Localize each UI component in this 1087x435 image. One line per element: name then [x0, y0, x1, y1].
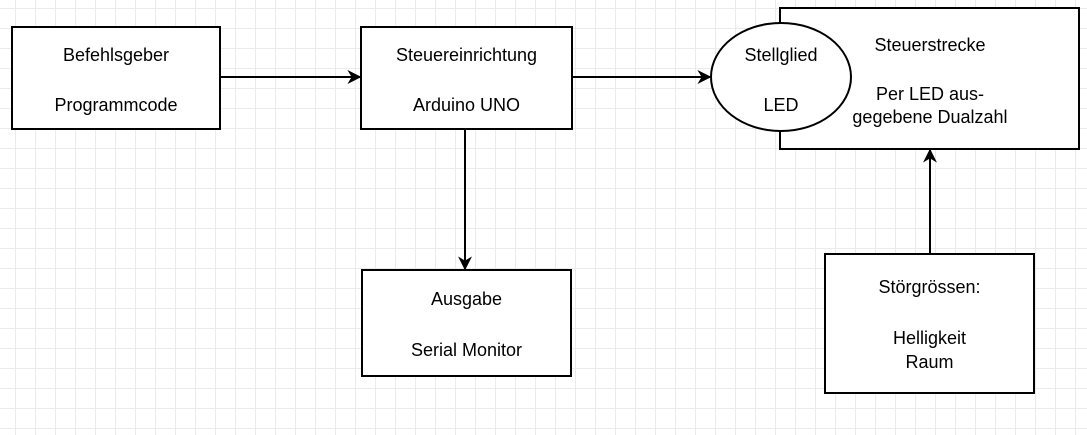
steuerstrecke-title: Steuerstrecke — [874, 35, 986, 55]
ausgabe-subtitle: Serial Monitor — [410, 340, 523, 360]
befehlsgeber-subtitle: Programmcode — [54, 95, 178, 115]
steuereinrichtung-title: Steuereinrichtung — [395, 45, 538, 65]
befehlsgeber-title: Befehlsgeber — [62, 45, 170, 65]
ausgabe-box[interactable] — [361, 269, 572, 377]
stoergroessen-title: Störgrössen: — [878, 277, 981, 297]
stoergroessen-line2: Raum — [905, 352, 954, 372]
stellglied-ellipse[interactable] — [710, 22, 852, 132]
steuerstrecke-line2: gegebene Dualzahl — [852, 107, 1008, 127]
ausgabe-title: Ausgabe — [430, 289, 503, 309]
steuereinrichtung-subtitle: Arduino UNO — [412, 95, 521, 115]
stoergroessen-box[interactable] — [824, 253, 1035, 394]
steuereinrichtung-box[interactable] — [360, 26, 573, 130]
stoergroessen-line1: Helligkeit — [892, 328, 967, 348]
befehlsgeber-box[interactable] — [11, 26, 221, 130]
stellglied-subtitle: LED — [763, 95, 799, 115]
stellglied-title: Stellglied — [744, 45, 818, 65]
steuerstrecke-line1: Per LED aus- — [875, 84, 985, 104]
